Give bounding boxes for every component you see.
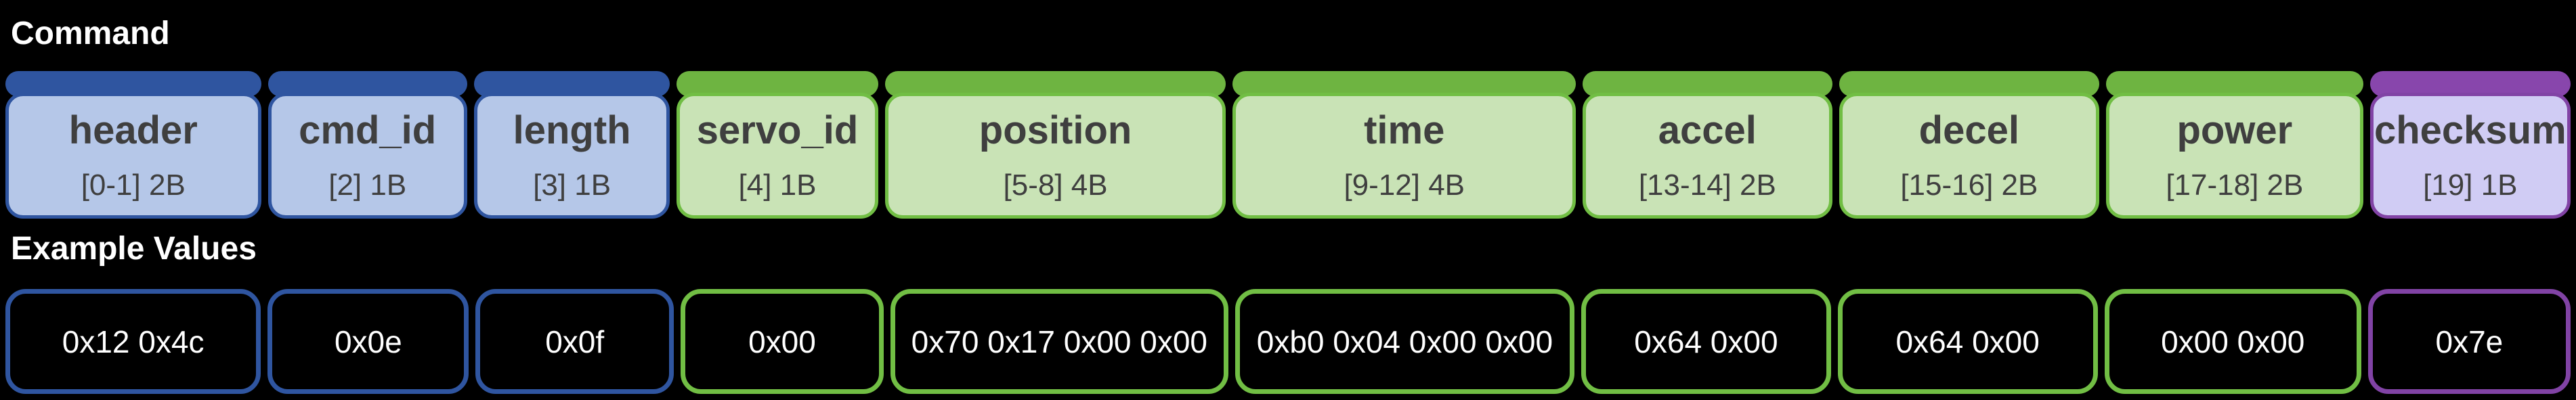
field-time: time [9-12] 4B bbox=[1232, 71, 1576, 219]
value-hex-label: 0x7e bbox=[2435, 324, 2504, 359]
field-body: accel [13-14] 2B bbox=[1583, 93, 1832, 219]
field-name-label: servo_id bbox=[696, 108, 859, 152]
field-body: checksum [19] 1B bbox=[2369, 93, 2571, 219]
field-name-label: power bbox=[2176, 108, 2293, 152]
value-accel: 0x64 0x00 bbox=[1581, 289, 1831, 394]
field-body: power [17-18] 2B bbox=[2106, 93, 2363, 219]
field-name-label: accel bbox=[1658, 108, 1757, 152]
value-decel: 0x64 0x00 bbox=[1837, 289, 2098, 394]
field-name-label: position bbox=[979, 108, 1132, 152]
example-values-row: 0x12 0x4c 0x0e 0x0f 0x00 0x70 0x17 0x00 0x00… bbox=[5, 289, 2571, 394]
field-byte-range-label: [17-18] 2B bbox=[2166, 169, 2304, 202]
field-color-tab bbox=[1839, 71, 2100, 97]
value-hex-label: 0x0f bbox=[545, 324, 605, 359]
value-hex-label: 0x64 0x00 bbox=[1895, 324, 2040, 359]
field-byte-range-label: [4] 1B bbox=[738, 169, 817, 202]
value-power: 0x00 0x00 bbox=[2104, 289, 2361, 394]
field-byte-range-label: [9-12] 4B bbox=[1344, 169, 1465, 202]
field-color-tab bbox=[677, 71, 878, 97]
field-color-tab bbox=[5, 71, 261, 97]
value-hex-label: 0x00 bbox=[748, 324, 816, 359]
value-hex-label: 0x0e bbox=[334, 324, 402, 359]
field-byte-range-label: [13-14] 2B bbox=[1638, 169, 1776, 202]
field-body: cmd_id [2] 1B bbox=[267, 93, 467, 219]
field-name-label: decel bbox=[1918, 108, 2019, 152]
field-body: servo_id [4] 1B bbox=[677, 93, 878, 219]
value-position: 0x70 0x17 0x00 0x00 bbox=[890, 289, 1228, 394]
value-hex-label: 0x12 0x4c bbox=[62, 324, 205, 359]
field-body: time [9-12] 4B bbox=[1232, 93, 1576, 219]
field-position: position [5-8] 4B bbox=[884, 71, 1226, 219]
field-color-tab bbox=[2369, 71, 2571, 97]
field-byte-range-label: [5-8] 4B bbox=[1003, 169, 1108, 202]
field-checksum: checksum [19] 1B bbox=[2369, 71, 2571, 219]
value-servo_id: 0x00 bbox=[680, 289, 884, 394]
field-color-tab bbox=[2106, 71, 2363, 97]
field-byte-range-label: [15-16] 2B bbox=[1900, 169, 2038, 202]
field-byte-range-label: [3] 1B bbox=[533, 169, 611, 202]
field-byte-range-label: [19] 1B bbox=[2423, 169, 2518, 202]
field-color-tab bbox=[884, 71, 1226, 97]
field-length: length [3] 1B bbox=[473, 71, 670, 219]
field-color-tab bbox=[1232, 71, 1576, 97]
command-fields-row: header [0-1] 2B cmd_id [2] 1B length [3] 1B se… bbox=[5, 71, 2571, 219]
field-byte-range-label: [0-1] 2B bbox=[81, 169, 186, 202]
field-color-tab bbox=[1583, 71, 1832, 97]
value-hex-label: 0x64 0x00 bbox=[1634, 324, 1778, 359]
value-checksum: 0x7e bbox=[2367, 289, 2571, 394]
field-name-label: header bbox=[68, 108, 198, 152]
field-name-label: cmd_id bbox=[299, 108, 437, 152]
value-hex-label: 0x70 0x17 0x00 0x00 bbox=[911, 324, 1208, 359]
field-power: power [17-18] 2B bbox=[2106, 71, 2363, 219]
value-time: 0xb0 0x04 0x00 0x00 bbox=[1235, 289, 1575, 394]
value-cmd_id: 0x0e bbox=[267, 289, 469, 394]
value-hex-label: 0x00 0x00 bbox=[2161, 324, 2305, 359]
field-servo_id: servo_id [4] 1B bbox=[677, 71, 878, 219]
example-values-title: Example Values bbox=[11, 231, 257, 267]
field-body: position [5-8] 4B bbox=[884, 93, 1226, 219]
command-title: Command bbox=[11, 16, 170, 51]
field-name-label: time bbox=[1364, 108, 1445, 152]
field-decel: decel [15-16] 2B bbox=[1839, 71, 2100, 219]
value-header: 0x12 0x4c bbox=[5, 289, 261, 394]
field-body: header [0-1] 2B bbox=[5, 93, 261, 219]
field-byte-range-label: [2] 1B bbox=[328, 169, 407, 202]
field-name-label: length bbox=[513, 108, 631, 152]
field-color-tab bbox=[267, 71, 467, 97]
field-color-tab bbox=[473, 71, 670, 97]
field-header: header [0-1] 2B bbox=[5, 71, 261, 219]
field-accel: accel [13-14] 2B bbox=[1583, 71, 1832, 219]
field-name-label: checksum bbox=[2374, 108, 2567, 152]
value-hex-label: 0xb0 0x04 0x00 0x00 bbox=[1256, 324, 1553, 359]
field-body: length [3] 1B bbox=[473, 93, 670, 219]
field-cmd_id: cmd_id [2] 1B bbox=[267, 71, 467, 219]
value-length: 0x0f bbox=[475, 289, 674, 394]
field-body: decel [15-16] 2B bbox=[1839, 93, 2100, 219]
